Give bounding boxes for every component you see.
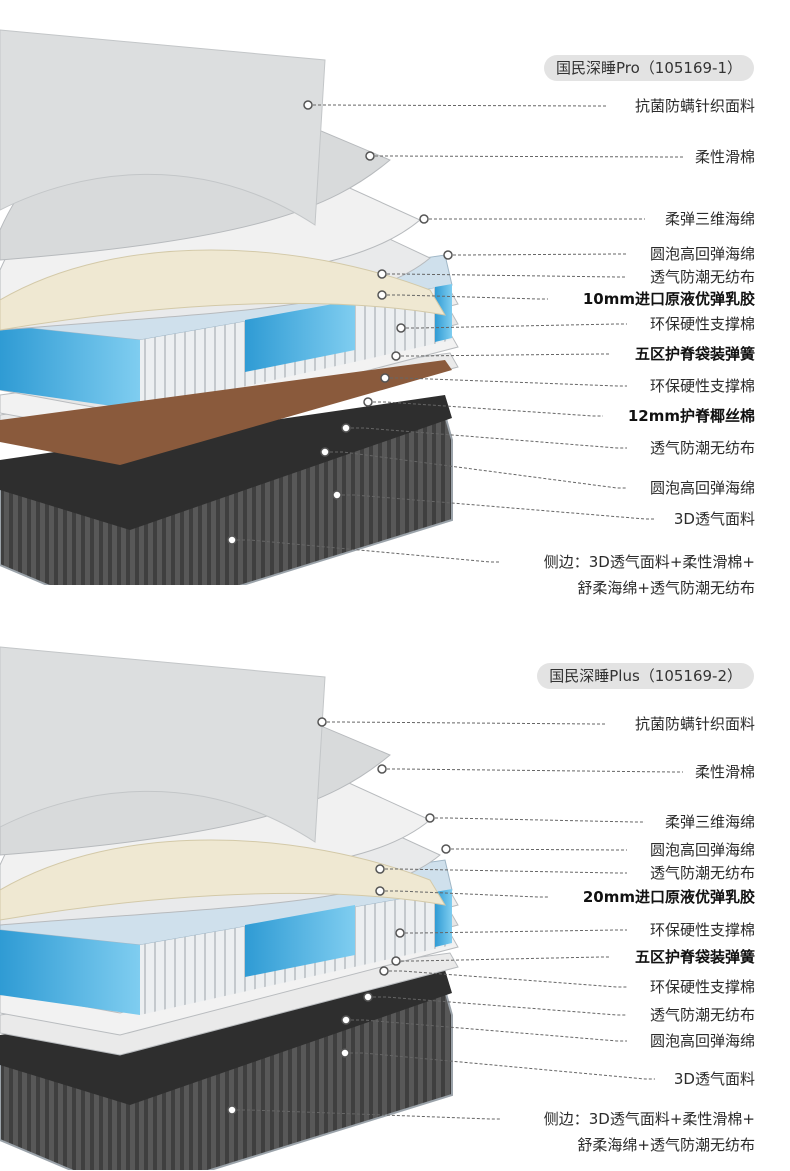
layer-label: 五区护脊袋装弹簧 bbox=[630, 948, 755, 966]
leader-line bbox=[313, 104, 607, 107]
leader-line bbox=[351, 1019, 627, 1042]
layer-label: 侧边：3D透气面料+柔性滑棉+ bbox=[539, 1110, 755, 1128]
layer-label: 侧边：3D透气面料+柔性滑棉+ bbox=[539, 553, 755, 571]
leader-line bbox=[327, 721, 607, 725]
leader-line bbox=[373, 401, 603, 417]
layer-marker-dot bbox=[340, 1048, 350, 1058]
layer-marker-dot bbox=[375, 886, 385, 896]
layer-marker-dot bbox=[441, 844, 451, 854]
layer-label: 柔弹三维海绵 bbox=[660, 210, 755, 228]
layer-marker-dot bbox=[227, 535, 237, 545]
leader-line bbox=[385, 868, 627, 874]
layer-marker-dot bbox=[365, 151, 375, 161]
leader-line bbox=[401, 353, 610, 357]
leader-line bbox=[387, 768, 683, 773]
layer-marker-dot bbox=[425, 813, 435, 823]
layer-marker-dot bbox=[320, 447, 330, 457]
mattress-cutaway-illustration bbox=[0, 646, 683, 1170]
layer-marker-dot bbox=[391, 956, 401, 966]
layer-label: 环保硬性支撑棉 bbox=[645, 978, 755, 996]
leader-line bbox=[389, 970, 627, 988]
layer-label: 12mm护脊椰丝棉 bbox=[623, 407, 755, 425]
layer-marker-dot bbox=[317, 717, 327, 727]
layer-label: 抗菌防螨针织面料 bbox=[630, 97, 755, 115]
model-title-badge: 国民深睡Pro（105169-1） bbox=[543, 55, 754, 81]
layer-marker-dot bbox=[341, 423, 351, 433]
layer-label: 透气防潮无纺布 bbox=[645, 1006, 755, 1024]
mattress-pro-panel: 国民深睡Pro（105169-1） 抗菌防螨针织面料柔性滑棉柔弹三维海绵圆泡高回弹… bbox=[0, 0, 790, 597]
layer-label: 抗菌防螨针织面料 bbox=[630, 715, 755, 733]
layer-marker-dot bbox=[395, 928, 405, 938]
layer-label: 圆泡高回弹海绵 bbox=[645, 479, 755, 497]
leader-line bbox=[387, 294, 548, 300]
layer-label: 3D透气面料 bbox=[669, 1070, 755, 1088]
side-composition-label: 舒柔海绵+透气防潮无纺布 bbox=[577, 579, 755, 597]
layer-label: 五区护脊袋装弹簧 bbox=[630, 345, 755, 363]
layer-label: 圆泡高回弹海绵 bbox=[645, 245, 755, 263]
layer-label: 环保硬性支撑棉 bbox=[645, 921, 755, 939]
layer-label: 透气防潮无纺布 bbox=[645, 439, 755, 457]
leader-line bbox=[451, 848, 627, 851]
layer-label: 环保硬性支撑棉 bbox=[645, 315, 755, 333]
layer-marker-dot bbox=[227, 1105, 237, 1115]
leader-line bbox=[390, 377, 627, 387]
layer-label: 透气防潮无纺布 bbox=[645, 268, 755, 286]
leader-line bbox=[330, 451, 627, 489]
layer-label: 10mm进口原液优弹乳胶 bbox=[578, 290, 755, 308]
layer-marker-dot bbox=[391, 351, 401, 361]
layer-marker-dot bbox=[375, 864, 385, 874]
layer-marker-dot bbox=[303, 100, 313, 110]
layer-marker-dot bbox=[379, 966, 389, 976]
layer-label: 3D透气面料 bbox=[669, 510, 755, 528]
layer-marker-dot bbox=[341, 1015, 351, 1025]
layer-label: 环保硬性支撑棉 bbox=[645, 377, 755, 395]
layer-label: 20mm进口原液优弹乳胶 bbox=[578, 888, 755, 906]
model-title-badge: 国民深睡Plus（105169-2） bbox=[537, 663, 754, 689]
leader-line bbox=[387, 273, 627, 278]
layer-marker-dot bbox=[377, 290, 387, 300]
leader-line bbox=[375, 155, 683, 158]
layer-label: 透气防潮无纺布 bbox=[645, 864, 755, 882]
leader-line bbox=[405, 929, 627, 934]
layer-label: 柔性滑棉 bbox=[690, 763, 755, 781]
leader-line bbox=[435, 817, 645, 823]
leader-line bbox=[401, 956, 610, 962]
layer-marker-dot bbox=[443, 250, 453, 260]
layer-label: 柔弹三维海绵 bbox=[660, 813, 755, 831]
mattress-plus-panel: 国民深睡Plus（105169-2） 抗菌防螨针织面料柔性滑棉柔弹三维海绵圆泡高回… bbox=[0, 585, 790, 1170]
leader-line bbox=[350, 1052, 655, 1080]
leader-line bbox=[342, 494, 655, 520]
leader-line bbox=[351, 427, 627, 449]
mattress-cutaway-illustration bbox=[0, 29, 683, 585]
leader-line bbox=[385, 890, 548, 898]
layer-marker-dot bbox=[332, 490, 342, 500]
layer-marker-dot bbox=[419, 214, 429, 224]
leader-line bbox=[453, 253, 627, 256]
leader-line bbox=[373, 996, 627, 1016]
leader-line bbox=[406, 323, 627, 329]
layer-marker-dot bbox=[363, 397, 373, 407]
leader-line bbox=[237, 1109, 500, 1120]
layer-label: 圆泡高回弹海绵 bbox=[645, 1032, 755, 1050]
leader-line bbox=[237, 539, 500, 563]
layer-marker-dot bbox=[377, 269, 387, 279]
layer-label: 柔性滑棉 bbox=[690, 148, 755, 166]
layer-marker-dot bbox=[396, 323, 406, 333]
layer-marker-dot bbox=[377, 764, 387, 774]
layer-label: 圆泡高回弹海绵 bbox=[645, 841, 755, 859]
side-composition-label: 舒柔海绵+透气防潮无纺布 bbox=[577, 1136, 755, 1154]
layer-marker-dot bbox=[363, 992, 373, 1002]
layer-marker-dot bbox=[380, 373, 390, 383]
